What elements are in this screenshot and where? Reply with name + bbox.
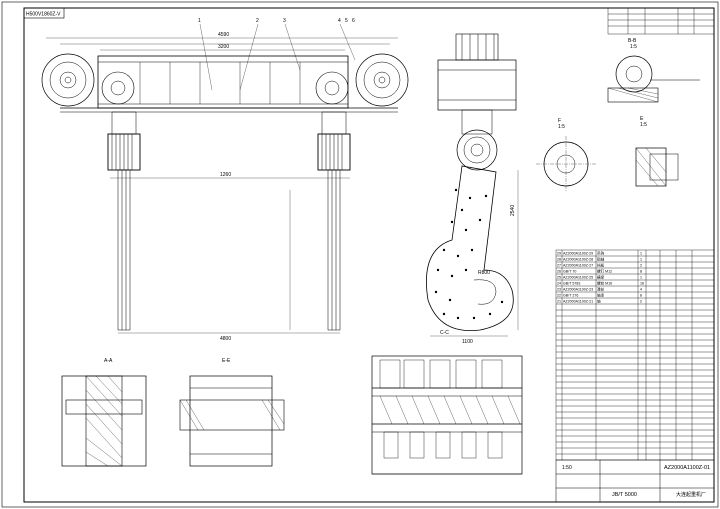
bom-row-qty: 2 bbox=[640, 300, 642, 304]
bom-row-no: 28 bbox=[557, 258, 561, 262]
bom-row-name: 挡板 bbox=[597, 263, 605, 268]
hook-dim-height: 2540 bbox=[510, 205, 516, 216]
bom-row-qty: 1 bbox=[640, 258, 642, 262]
balloon-2: 2 bbox=[256, 18, 259, 24]
company-name: 大连起重机厂 bbox=[676, 491, 706, 498]
inner-frame bbox=[23, 7, 715, 503]
dim-overall: 4590 bbox=[218, 32, 229, 38]
left-tong-arm bbox=[107, 111, 141, 331]
balloon-5: 5 bbox=[345, 18, 348, 24]
bom-row-code: AZ2000A1100Z-28 bbox=[563, 258, 593, 262]
main-beam bbox=[97, 55, 349, 109]
bom-row-qty: 1 bbox=[640, 252, 642, 256]
bom-row-no: 21 bbox=[557, 300, 561, 304]
detail-e: E 1:5 bbox=[635, 116, 679, 187]
bom-row-qty: 2 bbox=[640, 264, 642, 268]
revision-table bbox=[607, 7, 715, 35]
bom-row-qty: 8 bbox=[640, 294, 642, 298]
bom-table bbox=[555, 249, 715, 461]
section-ee-view: E-E bbox=[179, 358, 285, 467]
view-f-scale: 1:5 bbox=[558, 124, 565, 130]
bom-row-name: 螺栓 M16 bbox=[597, 281, 612, 286]
drawing-code-box bbox=[23, 7, 65, 19]
hook-body bbox=[426, 165, 514, 332]
title-block bbox=[555, 459, 715, 503]
bom-row-name: 轴承 bbox=[597, 293, 605, 298]
left-wheel-outer bbox=[41, 53, 95, 107]
drawing-number: AZ2000A1100Z-01 bbox=[664, 465, 710, 471]
hook-side-view: 2540 1100 R800 C-C bbox=[426, 33, 519, 345]
bom-row-no: 25 bbox=[557, 276, 561, 280]
bom-row-no: 23 bbox=[557, 288, 561, 292]
dim-span: 3200 bbox=[218, 44, 229, 50]
detail-bb: B-B 1:5 bbox=[607, 38, 700, 103]
detail-f: F 1:5 bbox=[536, 118, 596, 192]
bom-row-code: GB/T 5783 bbox=[563, 282, 580, 286]
bom-row-qty: 4 bbox=[640, 288, 642, 292]
balloon-3: 3 bbox=[283, 18, 286, 24]
bom-row-no: 26 bbox=[557, 270, 561, 274]
bom-row-qty: 8 bbox=[640, 270, 642, 274]
left-sheave bbox=[101, 71, 135, 105]
section-bb-label: B-B bbox=[628, 38, 637, 44]
bom-row-no: 27 bbox=[557, 264, 561, 268]
balloon-1: 1 bbox=[198, 18, 201, 24]
bom-row-name: 螺钉 M12 bbox=[597, 269, 612, 274]
bom-row-name: 销轴 bbox=[597, 257, 605, 262]
bom-row-code: AZ2000A1100Z-25 bbox=[563, 276, 593, 280]
bom-row-no: 24 bbox=[557, 282, 561, 286]
dim-middle: 1260 bbox=[220, 172, 231, 178]
hook-eye bbox=[456, 129, 498, 171]
cross-section-assembly bbox=[371, 355, 523, 475]
bom-row-code: AZ2000A1100Z-23 bbox=[563, 288, 593, 292]
hook-dim-radius: R800 bbox=[478, 270, 490, 276]
bom-row-name: 轴 bbox=[597, 299, 601, 304]
bom-row-code: AZ2000A1100Z-27 bbox=[563, 264, 593, 268]
bom-rows: 29 AZ2000A1100Z-29 吊钩 1 28 AZ2000A1100Z-… bbox=[557, 251, 644, 304]
bom-row-name: 滑轮 bbox=[597, 287, 605, 292]
section-cc-label: C-C bbox=[440, 330, 449, 336]
bom-row-name: 横梁 bbox=[597, 275, 605, 280]
bom-row-code: AZ2000A1100Z-21 bbox=[563, 300, 593, 304]
bom-row-no: 29 bbox=[557, 252, 561, 256]
bom-row-code: AZ2000A1100Z-29 bbox=[563, 252, 593, 256]
section-bb-scale: 1:5 bbox=[630, 44, 637, 50]
drawing-code: H500V1860Z-V bbox=[26, 12, 61, 18]
drawing-scale: 1:50 bbox=[562, 465, 572, 471]
balloon-6: 6 bbox=[352, 18, 355, 24]
view-e-scale: 1:5 bbox=[640, 122, 647, 128]
bom-row-qty: 16 bbox=[640, 282, 644, 286]
section-aa-label: A-A bbox=[104, 358, 113, 364]
view-e-label: E bbox=[640, 116, 644, 122]
bom-row-name: 吊钩 bbox=[597, 251, 605, 256]
section-ee-label: E-E bbox=[222, 358, 231, 364]
balloon-4: 4 bbox=[338, 18, 341, 24]
bom-row-code: GB/T 276 bbox=[563, 294, 578, 298]
bom-row-code: GB/T 70 bbox=[563, 270, 576, 274]
right-wheel-outer bbox=[355, 53, 409, 107]
hook-dim-width: 1100 bbox=[462, 339, 473, 345]
right-sheave bbox=[315, 71, 349, 105]
bom-row-no: 22 bbox=[557, 294, 561, 298]
view-f-label: F bbox=[558, 118, 561, 124]
dim-bottom: 4800 bbox=[220, 336, 231, 342]
bom-row-qty: 1 bbox=[640, 276, 642, 280]
drawing-standard: JB/T 5000 bbox=[612, 492, 637, 498]
front-view: 4590 3200 bbox=[41, 18, 409, 342]
right-tong-arm bbox=[317, 111, 351, 331]
section-aa-view: A-A bbox=[61, 358, 147, 467]
